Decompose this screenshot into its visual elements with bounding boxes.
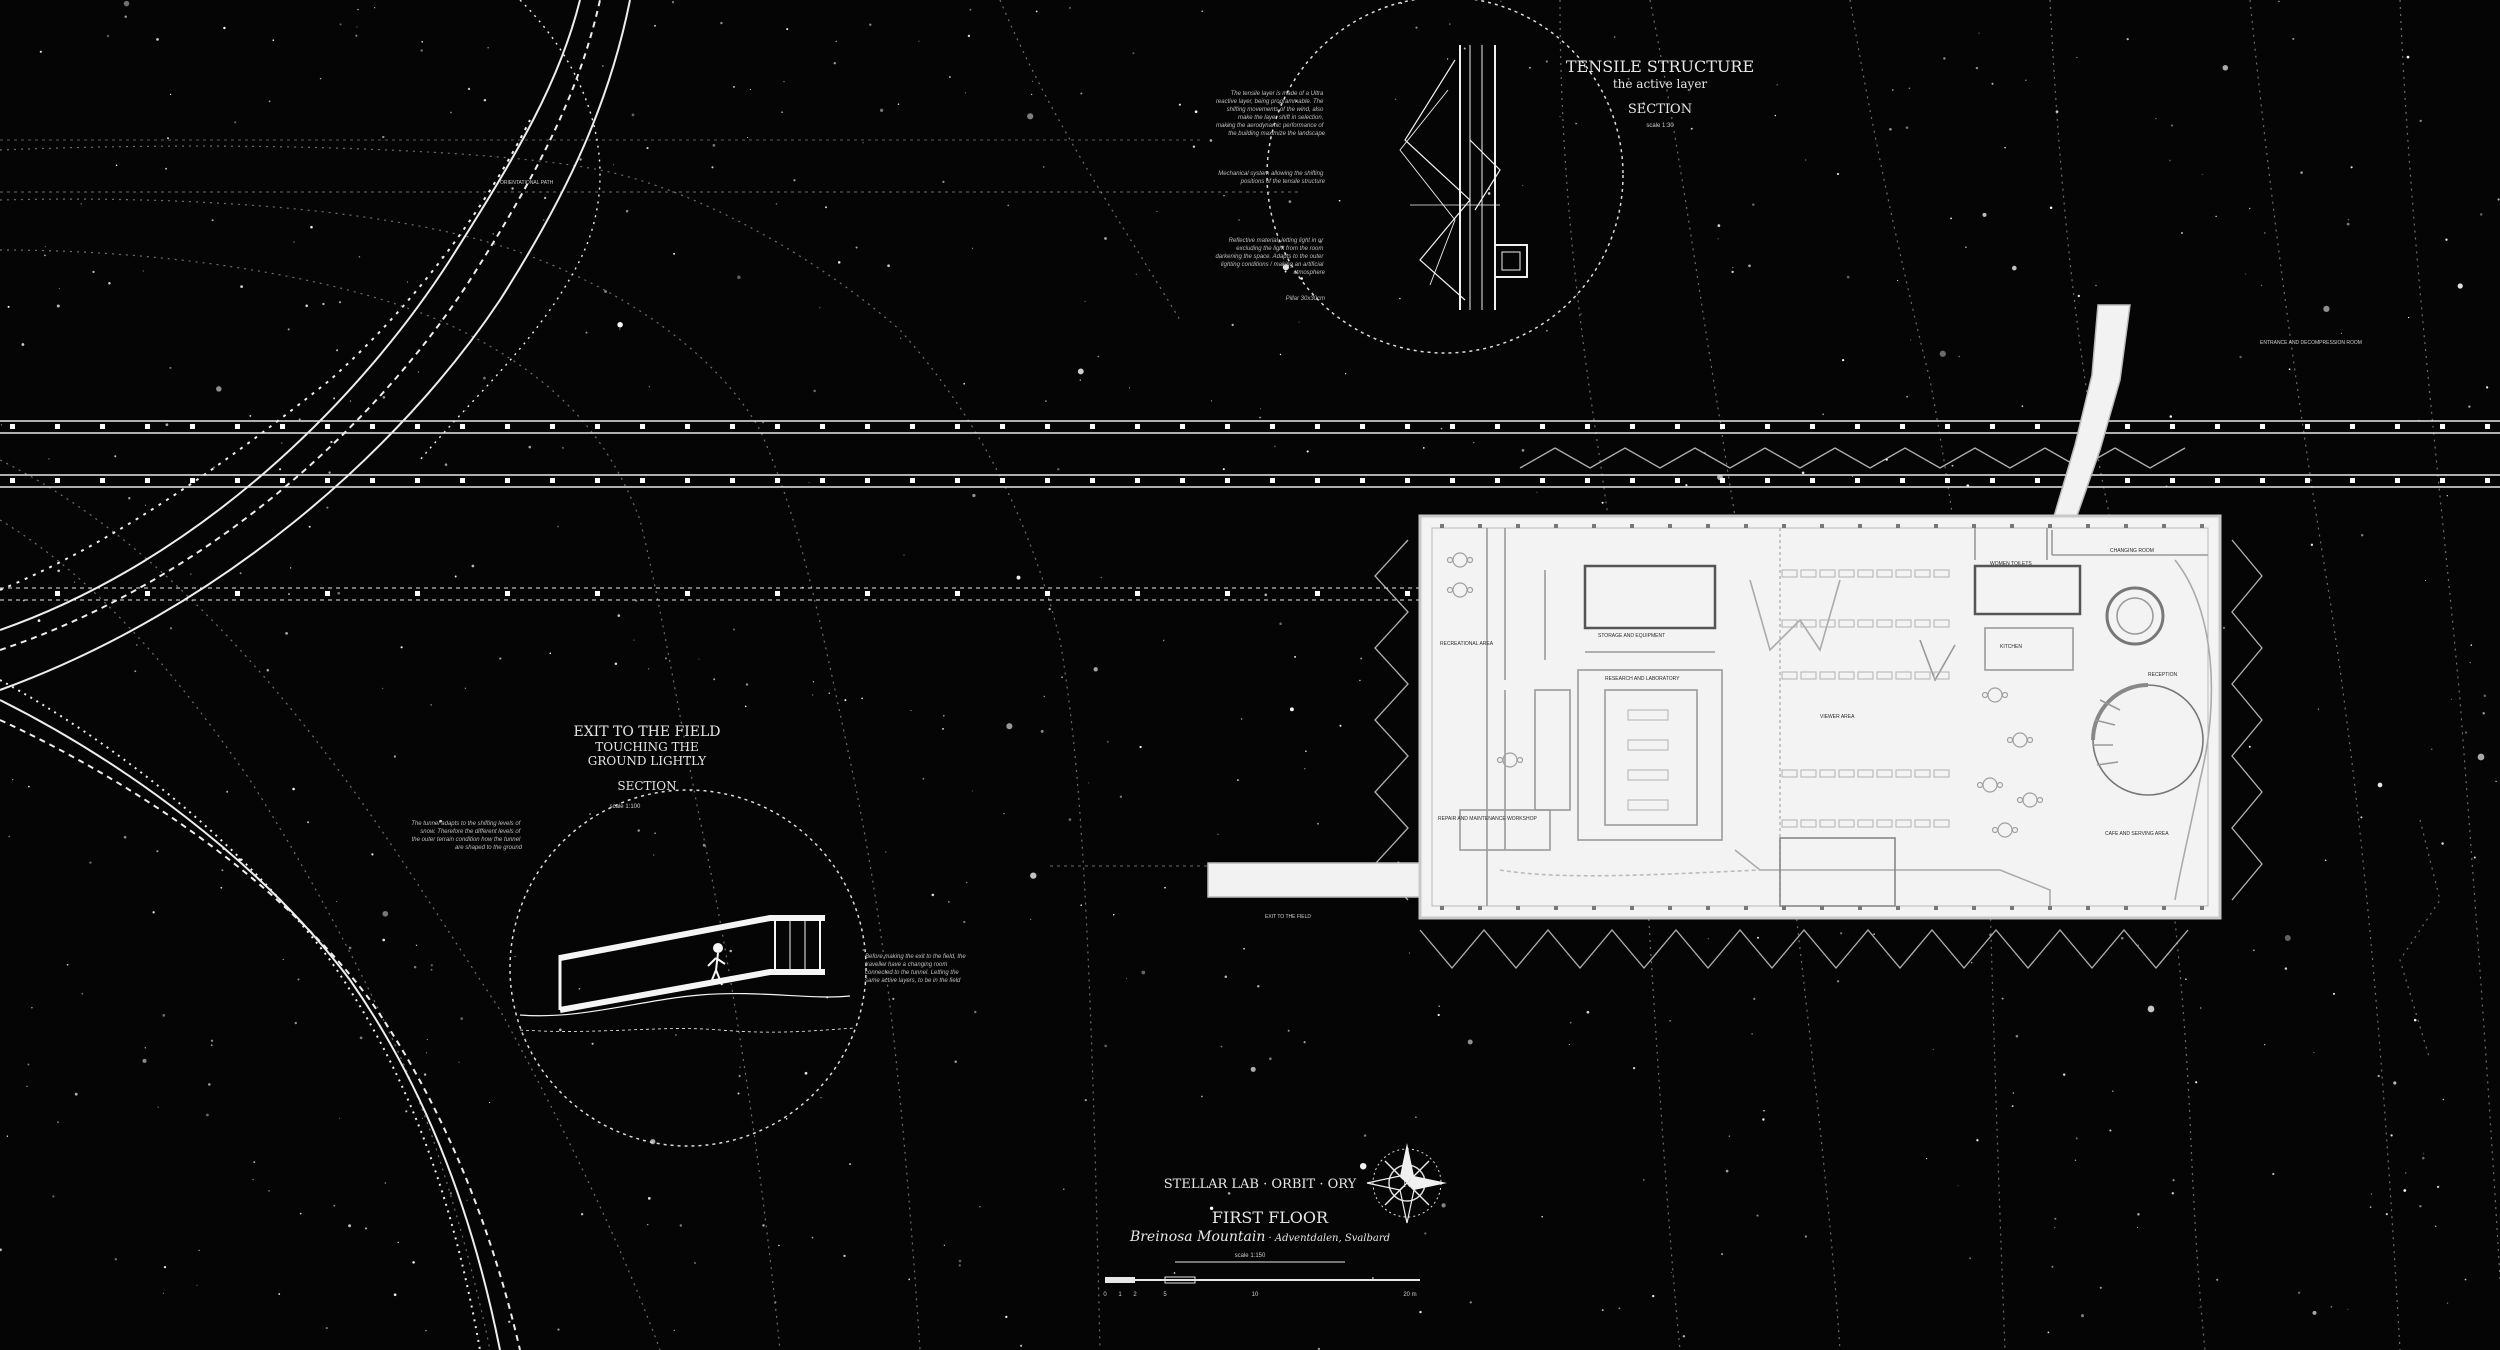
room-label-storage: STORAGE AND EQUIPMENT [1598,633,1665,639]
tensile-title-block: TENSILE STRUCTURE the active layer SECTI… [1566,57,1754,129]
scale-tick-label: 5 [1163,1292,1167,1298]
tensile-section-circle [1266,0,1624,354]
tensile-note-4: Pillar 30x30cm [1286,296,1325,302]
tensile-note-3: Reflective material, letting light in or… [1215,238,1325,276]
label-orientational-path: ORIENTATIONAL PATH [500,180,554,186]
room-label-viewer: VIEWER AREA [1820,714,1855,720]
exit-line-3: GROUND LIGHTLY [588,754,707,768]
tensile-subtitle: the active layer [1613,77,1708,91]
tensile-title: TENSILE STRUCTURE [1566,57,1754,76]
building-floor-plan: RECREATIONAL AREA STORAGE AND EQUIPMENT … [1418,514,2222,920]
tensile-note-1: The tensile layer is made of a Ultra rea… [1216,91,1326,137]
room-label-cafe: CAFE AND SERVING AREA [2105,831,2169,837]
tensile-note-2: Mechanical system allowing the shifting … [1218,171,1325,185]
exit-note-right: Before making the exit to the field, the… [865,954,967,984]
tensile-notes: The tensile layer is made of a Ultra rea… [1215,91,1325,302]
tensile-section-label: SECTION [1628,102,1692,117]
north-compass: N [1366,1143,1447,1224]
label-entrance: ENTRANCE AND DECOMPRESSION ROOM [2260,340,2362,346]
exit-line-2: TOUCHING THE [595,740,698,754]
room-label-changing: CHANGING ROOM [2110,548,2154,554]
exit-notes: The tunnel adapts to the shifting levels… [411,821,967,984]
exit-section-label: SECTION [617,779,676,793]
compass-north-label: N [1403,1179,1412,1190]
tensile-scale: scale 1:30 [1646,123,1674,129]
exit-scale: scale 1:100 [610,804,641,810]
exit-section-circle [509,789,867,1147]
room-label-research: RESEARCH AND LABORATORY [1605,676,1680,682]
exit-title-block: EXIT TO THE FIELD TOUCHING THE GROUND LI… [574,724,721,810]
scale-bar: 0 1 2 5 10 20 m [1103,1261,1420,1298]
walkway-lights [10,424,2490,596]
plan-scale: scale 1:150 [1235,1253,1266,1259]
label-exit-field: EXIT TO THE FIELD [1265,914,1311,920]
entrance-ramp [2048,304,2131,531]
room-label-toilets: WOMEN TOILETS [1990,561,2032,567]
scale-tick-label: 20 m [1403,1292,1416,1298]
scale-tick-label: 1 [1118,1292,1122,1298]
tensile-section-drawing [1399,45,1528,310]
scale-tick-label: 10 [1252,1292,1259,1298]
orientational-path [0,0,631,1350]
compass-north-icon [1400,1143,1414,1183]
exit-tunnel [1207,862,1434,898]
room-label-kitchen: KITCHEN [2000,644,2022,650]
floor-title: FIRST FLOOR [1212,1208,1329,1227]
scale-tick-label: 2 [1133,1292,1137,1298]
project-name: STELLAR LAB · ORBIT · ORY [1164,1177,1357,1192]
location: Breinosa Mountain · Adventdalen, Svalbar… [1129,1229,1390,1245]
project-title-block: STELLAR LAB · ORBIT · ORY FIRST FLOOR Br… [1129,1177,1390,1259]
exit-title: EXIT TO THE FIELD [574,724,721,740]
room-label-recreational: RECREATIONAL AREA [1440,641,1494,647]
room-label-repair: REPAIR AND MAINTENANCE WORKSHOP [1438,816,1537,822]
exit-note-left: The tunnel adapts to the shifting levels… [411,821,522,851]
room-label-reception: RECEPTION [2148,672,2178,678]
scale-tick-label: 0 [1103,1292,1107,1298]
exit-section-drawing [519,915,856,1033]
